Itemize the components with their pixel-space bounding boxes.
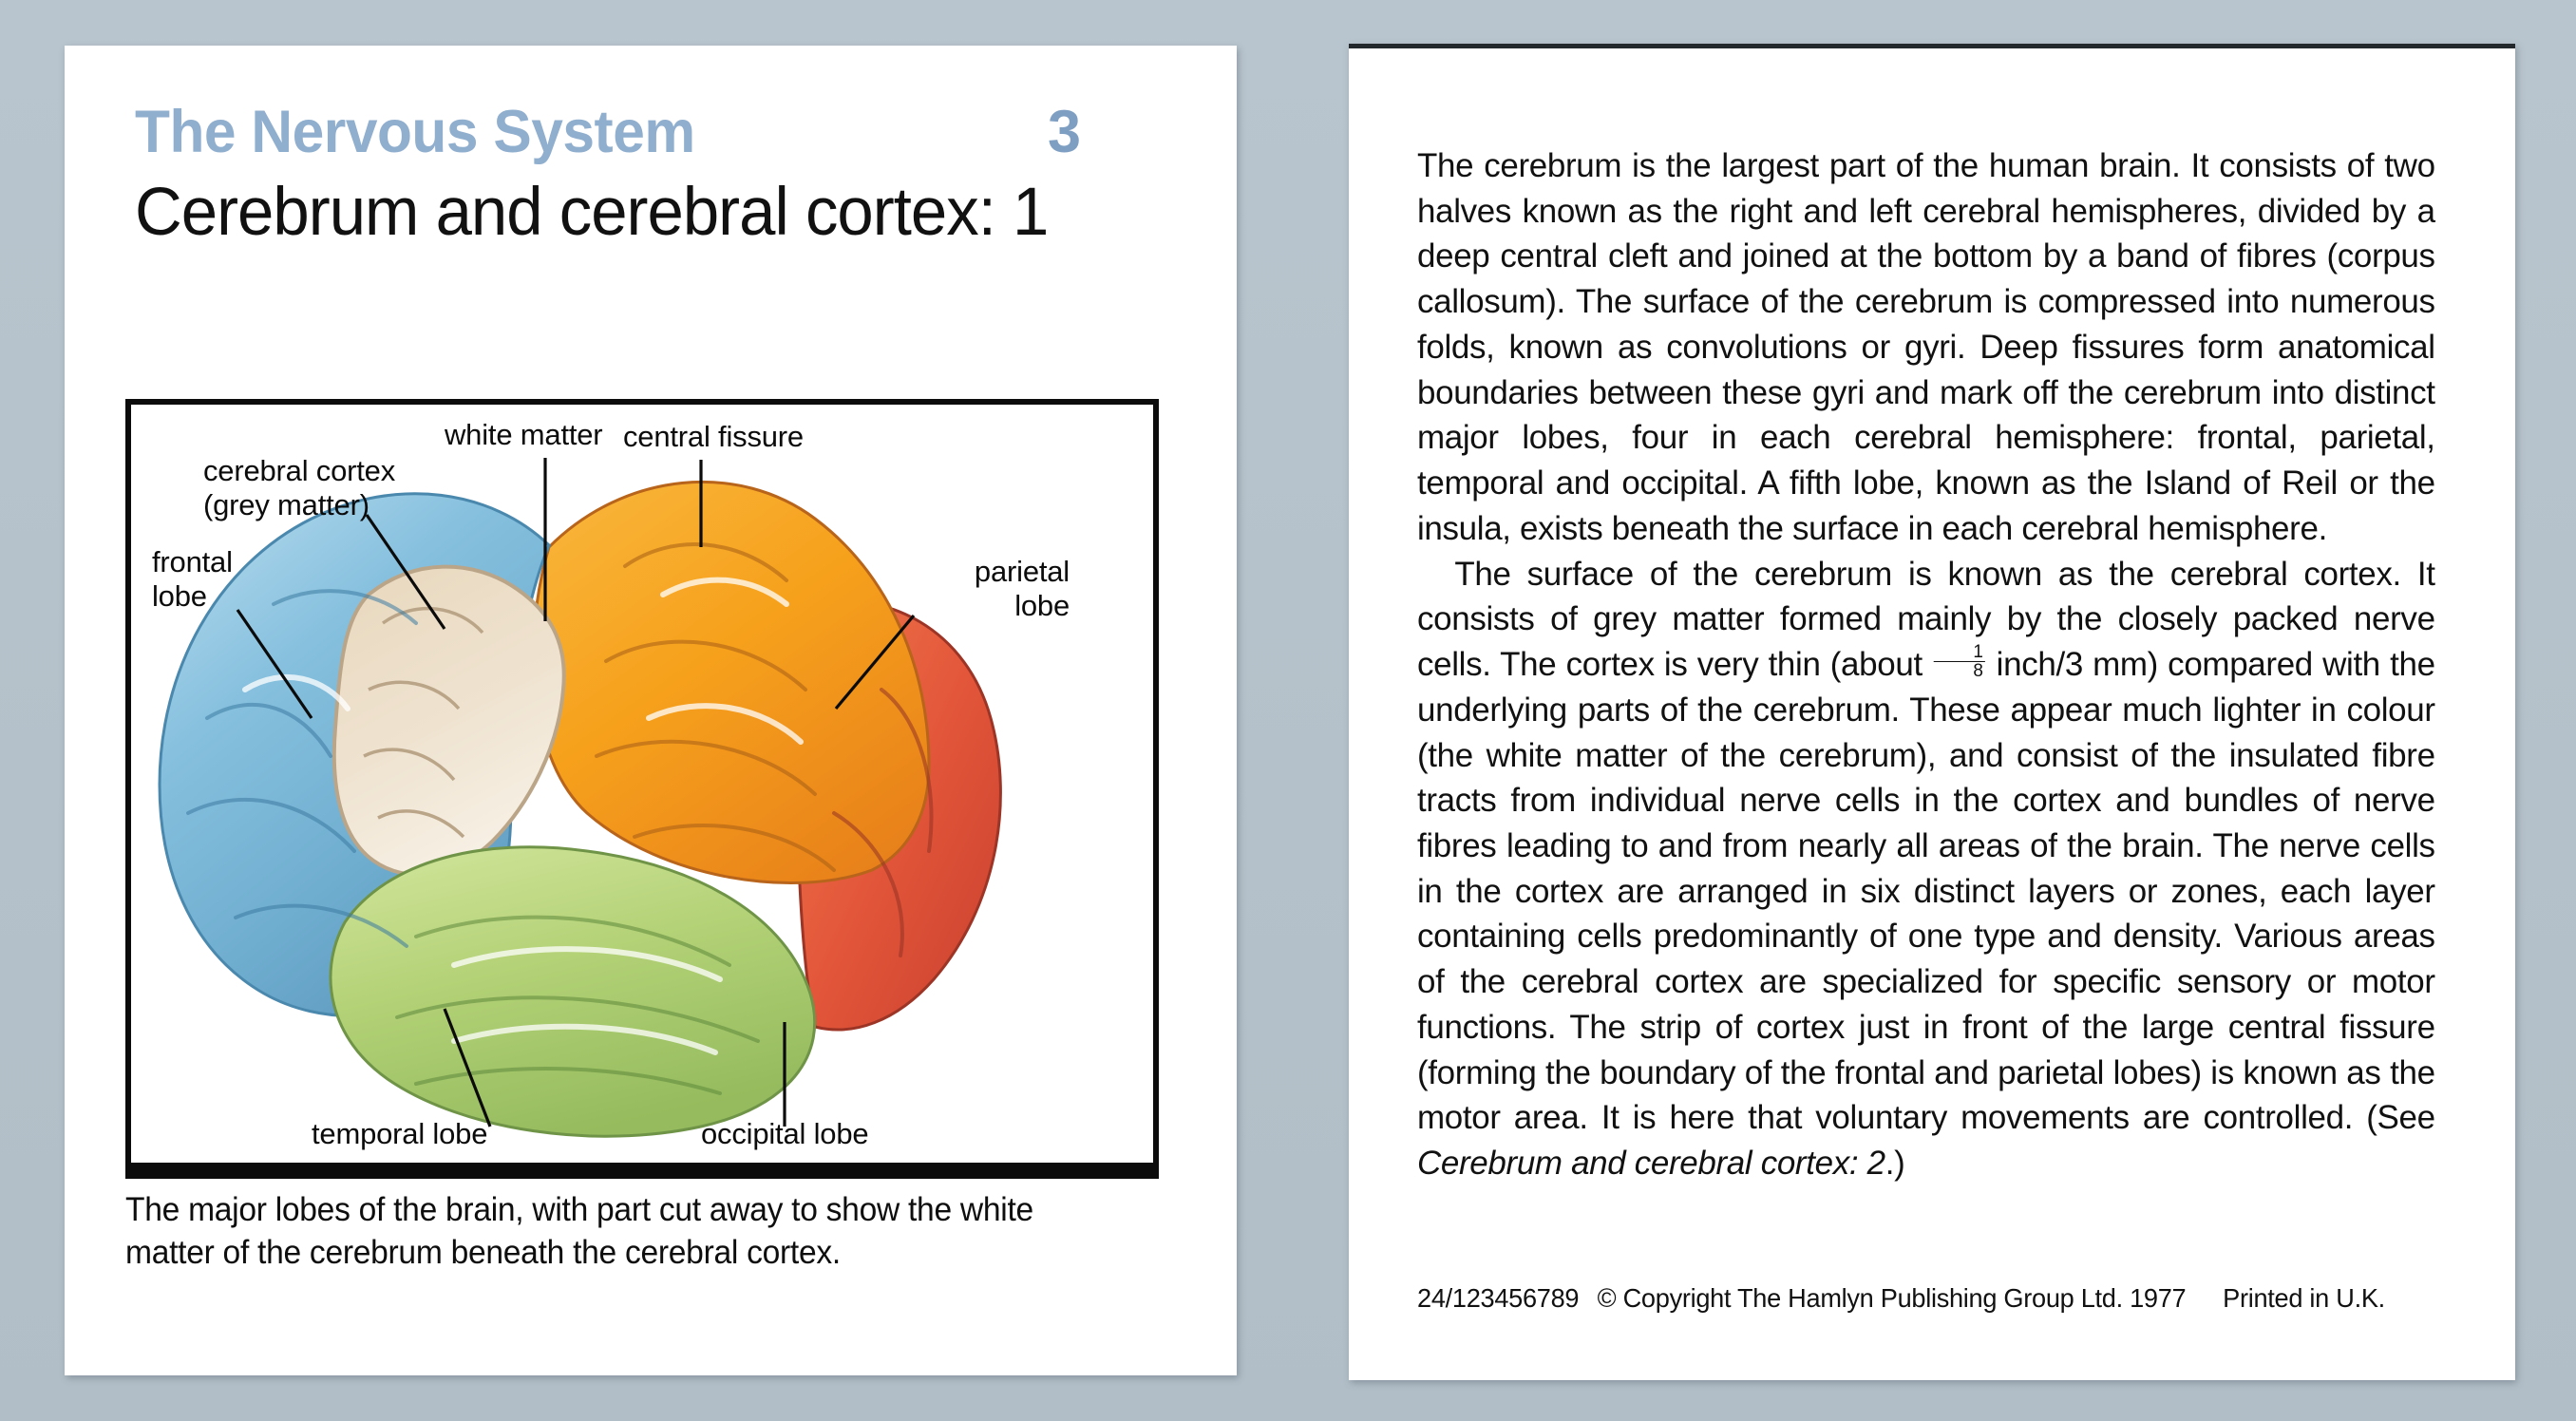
label-central-fissure: central fissure bbox=[623, 420, 804, 453]
copyright-code: 24/123456789 bbox=[1417, 1283, 1580, 1313]
page-title: Cerebrum and cerebral cortex: 1 bbox=[135, 175, 1049, 250]
brain-shape bbox=[158, 480, 1002, 1138]
back-card-content: The cerebrum is the largest part of the … bbox=[1417, 143, 2451, 1186]
label-temporal-lobe: temporal lobe bbox=[312, 1117, 488, 1150]
printed-in-text: Printed in U.K. bbox=[2223, 1283, 2385, 1313]
paragraph-2-part-c: .) bbox=[1885, 1144, 1905, 1183]
paragraph-2: The surface of the cerebrum is known as … bbox=[1417, 552, 2435, 1186]
copyright-line: 24/123456789 © Copyright The Hamlyn Publi… bbox=[1417, 1283, 2431, 1314]
brain-illustration-svg bbox=[158, 458, 1002, 1138]
fraction-denominator: 8 bbox=[1973, 661, 1983, 682]
caption-rule bbox=[125, 1168, 1159, 1179]
label-frontal-lobe: frontal lobe bbox=[152, 545, 233, 613]
back-card: The cerebrum is the largest part of the … bbox=[1349, 44, 2515, 1380]
copyright-text: Copyright The Hamlyn Publishing Group Lt… bbox=[1622, 1283, 2187, 1313]
card-number: 3 bbox=[1047, 99, 1081, 165]
fraction-numerator: 1 bbox=[1934, 643, 1985, 663]
label-parietal-lobe: parietal lobe bbox=[974, 555, 1070, 622]
figure-caption: The major lobes of the brain, with part … bbox=[125, 1191, 1033, 1271]
front-card: The Nervous System 3 Cerebrum and cerebr… bbox=[65, 46, 1237, 1375]
paragraph-1: The cerebrum is the largest part of the … bbox=[1417, 146, 2435, 547]
copyright-symbol: © bbox=[1597, 1283, 1617, 1313]
body-text: The cerebrum is the largest part of the … bbox=[1417, 143, 2435, 1186]
series-title: The Nervous System bbox=[135, 99, 695, 165]
label-occipital-lobe: occipital lobe bbox=[701, 1117, 869, 1150]
label-white-matter: white matter bbox=[445, 418, 603, 451]
brain-diagram: cerebral cortex (grey matter) white matt… bbox=[125, 399, 1159, 1168]
paragraph-2-part-b: inch/3 mm) compared with the underlying … bbox=[1417, 645, 2435, 1137]
paragraph-2-part-a: The surface of the cerebrum is known as … bbox=[1417, 554, 2435, 684]
leader-lines bbox=[236, 458, 916, 1127]
series-header: The Nervous System 3 bbox=[135, 103, 1123, 162]
label-cerebral-cortex: cerebral cortex (grey matter) bbox=[203, 454, 396, 521]
cross-reference-italic: Cerebrum and cerebral cortex: 2 bbox=[1417, 1144, 1885, 1183]
front-card-content: The Nervous System 3 Cerebrum and cerebr… bbox=[135, 103, 1184, 1337]
